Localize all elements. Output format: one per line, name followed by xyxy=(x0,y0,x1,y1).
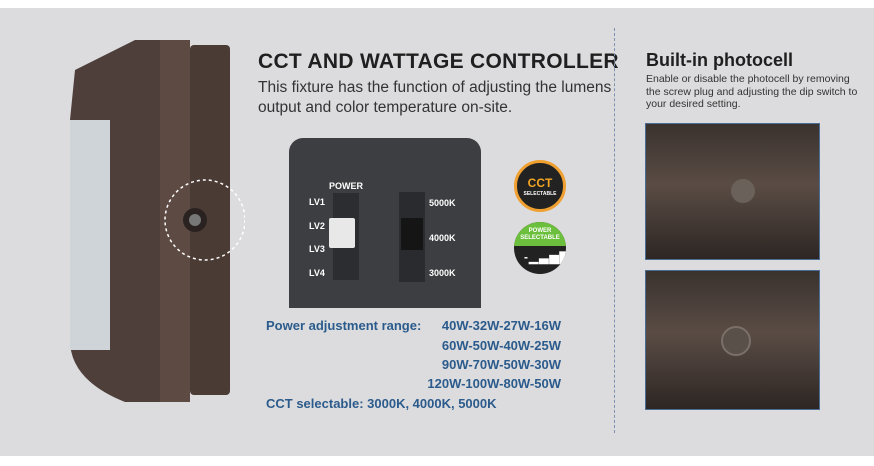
divider xyxy=(614,28,615,433)
power-bars-icon: -▁▃▅▇+ xyxy=(524,250,566,264)
badge-text: SELECTABLE xyxy=(520,235,560,241)
cct-switch-slider[interactable] xyxy=(401,218,423,250)
cct-label: 3000K xyxy=(429,268,456,278)
cct-selectable-badge: CCT SELECTABLE xyxy=(514,160,566,212)
level-label: LV3 xyxy=(309,244,325,254)
power-label: POWER xyxy=(329,181,364,191)
section-description: This fixture has the function of adjusti… xyxy=(258,79,612,116)
level-label: LV1 xyxy=(309,197,325,207)
badge-text: POWER xyxy=(528,228,552,234)
cct-label: 5000K xyxy=(429,198,456,208)
power-range-value: 120W-100W-80W-50W xyxy=(427,376,561,391)
level-label: LV2 xyxy=(309,221,325,231)
power-range-value: 60W-50W-40W-25W xyxy=(441,338,561,353)
photocell-photo-top xyxy=(645,123,820,260)
photocell-title: Built-in photocell xyxy=(646,50,793,70)
power-range-value: 90W-70W-50W-30W xyxy=(441,357,561,372)
power-switch-slider[interactable] xyxy=(329,218,355,248)
power-range-label: Power adjustment range: xyxy=(266,318,422,333)
cct-selectable-line: CCT selectable: 3000K, 4000K, 5000K xyxy=(266,396,497,411)
level-label: LV4 xyxy=(309,268,325,278)
photocell-description: Enable or disable the photocell by remov… xyxy=(646,73,858,110)
wall-pack-fixture-image xyxy=(70,40,245,402)
cct-label: 4000K xyxy=(429,233,456,243)
badge-text: CCT xyxy=(527,176,553,190)
power-range-value: 40W-32W-27W-16W xyxy=(441,318,561,333)
badge-text: SELECTABLE xyxy=(523,191,557,197)
photocell-photo-bottom xyxy=(645,270,820,410)
dip-switch-panel: POWER LV1 LV2 LV3 LV4 5000K 4000K 3000K xyxy=(289,138,481,308)
section-title: CCT AND WATTAGE CONTROLLER xyxy=(258,50,619,73)
